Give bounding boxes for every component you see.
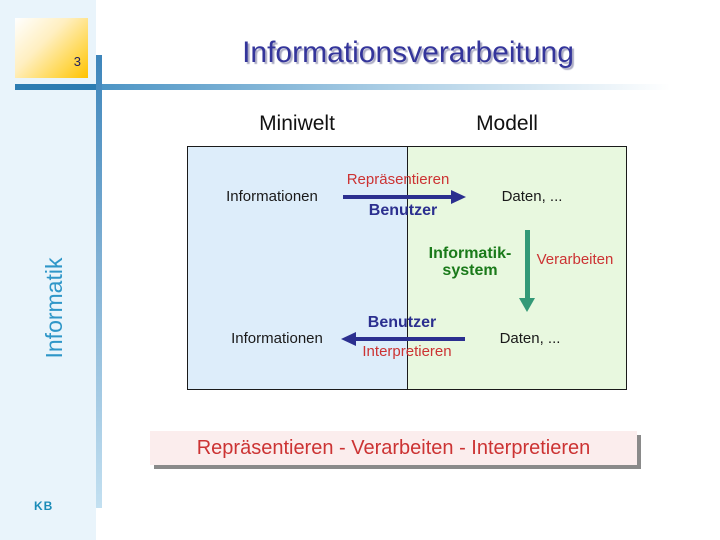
header-rule-left — [15, 84, 96, 90]
label-informationen-bottom: Informationen — [231, 330, 323, 347]
author-initials: KB — [34, 499, 54, 513]
arrow-left-icon — [356, 337, 465, 341]
modell-region — [408, 147, 626, 389]
arrow-down-head-icon — [519, 298, 535, 312]
label-daten-bottom: Daten, ... — [499, 330, 561, 347]
arrow-down-icon — [525, 230, 530, 298]
label-benutzer-top: Benutzer — [368, 202, 438, 219]
label-repraesentieren: Repräsentieren — [346, 171, 450, 188]
label-informatiksystem: Informatik- system — [410, 245, 530, 279]
sidebar-vertical-label: Informatik — [41, 257, 67, 359]
arrow-right-icon — [343, 195, 451, 199]
slide-number: 3 — [73, 54, 81, 69]
label-informatiksystem-line1: Informatik- — [428, 245, 512, 262]
label-benutzer-bottom: Benutzer — [367, 314, 437, 331]
summary-banner: Repräsentieren - Verarbeiten - Interpret… — [150, 431, 637, 465]
label-informatiksystem-line2: system — [442, 262, 498, 279]
slide-number-box: 3 — [15, 18, 88, 78]
vertical-divider-line — [96, 55, 102, 508]
summary-text: Repräsentieren - Verarbeiten - Interpret… — [196, 437, 591, 459]
miniwelt-region — [188, 147, 408, 389]
sidebar-strip — [0, 0, 96, 540]
label-verarbeiten: Verarbeiten — [536, 251, 614, 268]
column-header-miniwelt: Miniwelt — [259, 112, 335, 135]
column-header-modell: Modell — [476, 112, 538, 135]
arrow-right-head-icon — [451, 190, 466, 204]
label-informationen-top: Informationen — [226, 188, 318, 205]
diagram-box — [187, 146, 627, 390]
header-rule-gradient — [102, 84, 720, 90]
arrow-left-head-icon — [341, 332, 356, 346]
page-title: Informationsverarbeitung — [242, 36, 574, 69]
label-daten-top: Daten, ... — [501, 188, 563, 205]
label-interpretieren: Interpretieren — [362, 343, 452, 360]
